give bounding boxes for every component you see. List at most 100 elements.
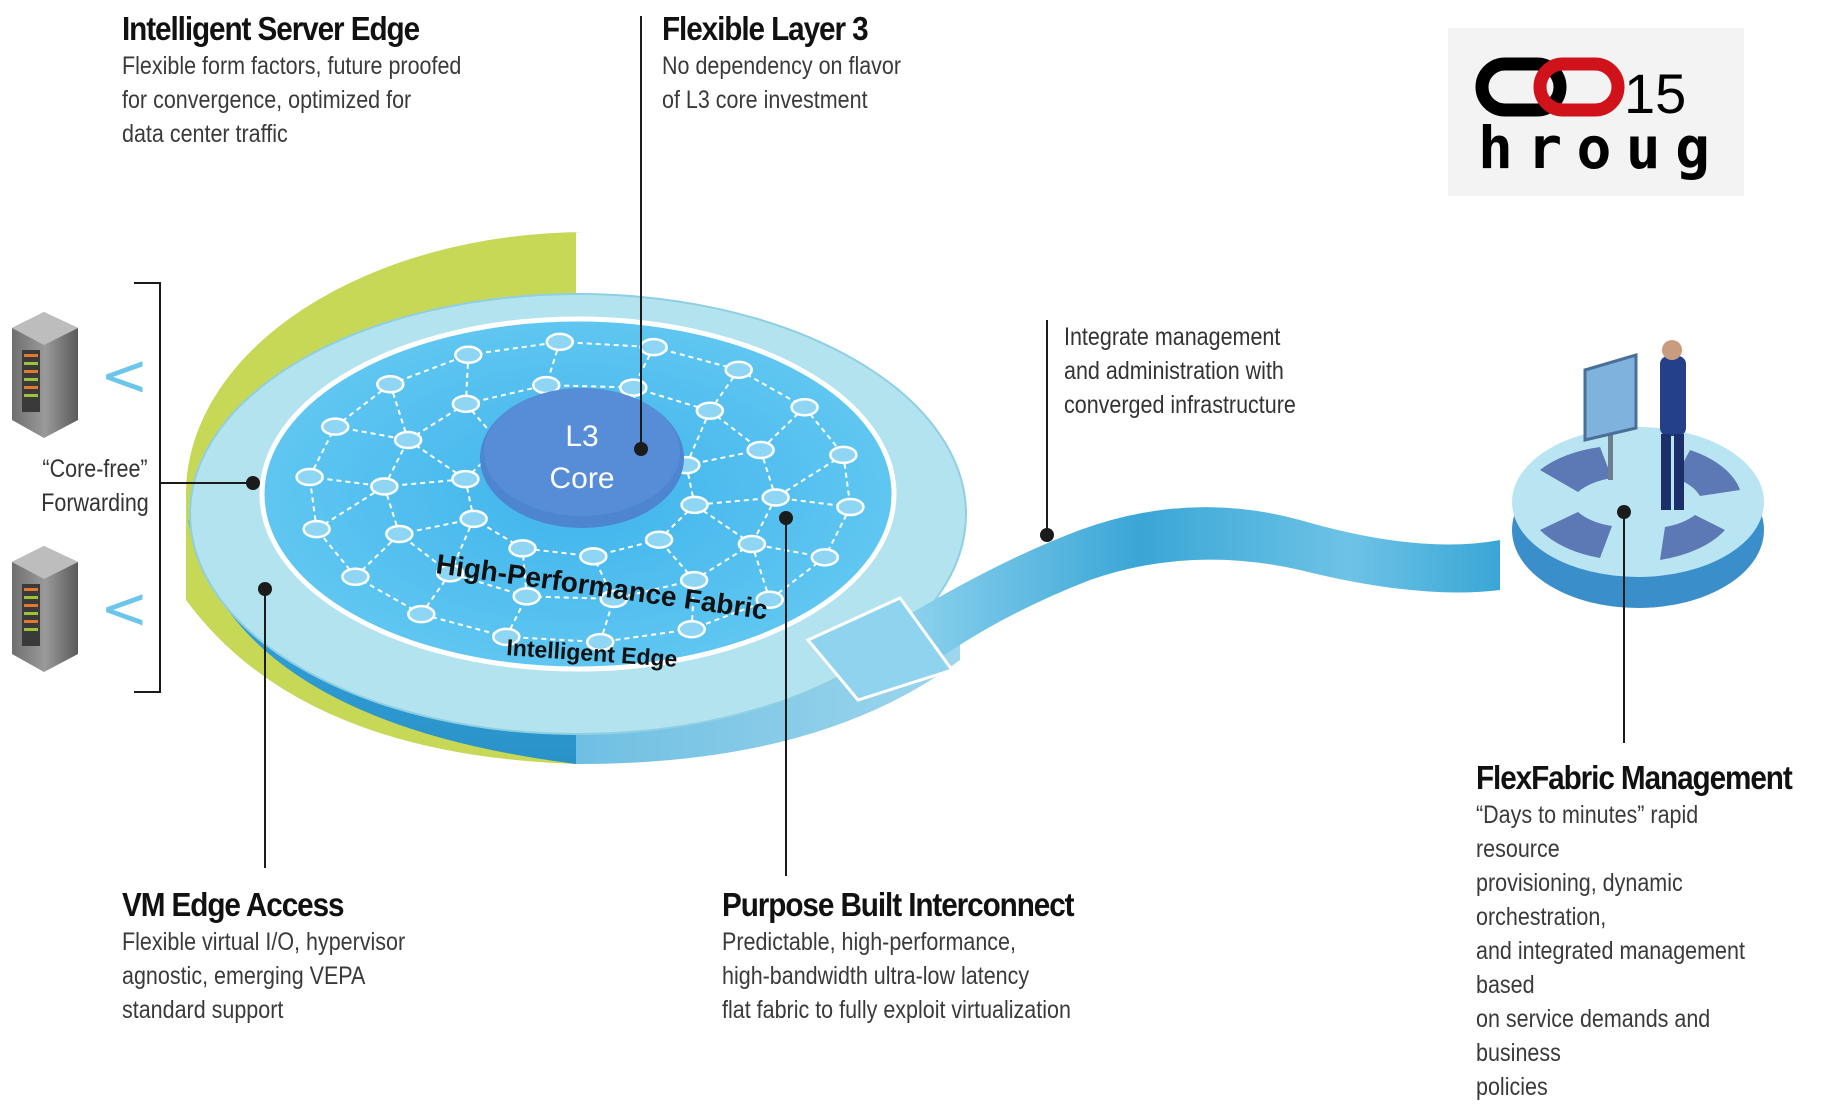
- fabric-link: [546, 384, 634, 389]
- server-rack-bottom: [12, 546, 78, 672]
- fabric-node: [451, 394, 481, 414]
- fabric-node: [459, 509, 488, 529]
- kiosk-screen: [1583, 352, 1638, 442]
- callout-description: Flexible form factors, future proofed fo…: [122, 52, 462, 148]
- fabric-node: [407, 604, 436, 624]
- callout-description: Predictable, high-performance, high-band…: [722, 928, 1071, 1024]
- fabric-link: [653, 346, 739, 371]
- interconnect-ribbon: [805, 507, 1500, 702]
- fabric-node: [746, 440, 775, 460]
- fabric-node: [761, 488, 790, 507]
- callout-title: FlexFabric Management: [1476, 759, 1793, 796]
- fabric-node: [302, 519, 331, 539]
- server-top-face: [12, 312, 78, 345]
- leader-lines: [134, 16, 1625, 876]
- fabric-node: [385, 524, 414, 544]
- fabric-link: [468, 340, 560, 356]
- fabric-node: [451, 469, 480, 489]
- fabric-node: [492, 627, 521, 647]
- fabric-link: [449, 518, 475, 574]
- fabric-link: [464, 478, 475, 520]
- callout-title: VM Edge Access: [122, 886, 345, 923]
- fabric-link: [738, 368, 806, 409]
- fabric-node: [755, 590, 784, 610]
- fabric-node: [790, 398, 819, 417]
- fabric-node: [724, 360, 753, 380]
- fabric-node: [644, 530, 674, 549]
- platform-segment: [1540, 447, 1612, 492]
- callout-layer3: Flexible Layer 3 No dependency on flavor…: [662, 10, 940, 117]
- fabric-node: [341, 567, 370, 586]
- fabric-link: [685, 410, 711, 466]
- logo-year: 15: [1624, 62, 1686, 125]
- callout-server-edge: Intelligent Server Edge Flexible form fa…: [122, 10, 517, 151]
- callout-title: Flexible Layer 3: [662, 10, 869, 47]
- fabric-node: [836, 497, 865, 517]
- fabric-node: [579, 547, 608, 566]
- management-platform: [1512, 340, 1764, 608]
- fabric-link: [389, 383, 410, 441]
- fabric-node: [679, 570, 709, 590]
- ribbon-arrowhead: [805, 596, 955, 702]
- fabric-link: [775, 454, 844, 499]
- logo-ring-black: [1475, 57, 1567, 117]
- platform-segment: [1675, 450, 1740, 496]
- fabric-link: [389, 353, 469, 386]
- fabric-node: [619, 378, 648, 397]
- fabric-node: [599, 589, 629, 609]
- fabric-node: [829, 445, 858, 465]
- server-top-face: [12, 546, 78, 579]
- fabric-node: [639, 337, 668, 357]
- fabric-diagram: L3 Core High-Performance Fabric Intellig…: [12, 16, 1764, 876]
- callout-title: Intelligent Server Edge: [122, 10, 420, 47]
- logo-text: hroug: [1478, 114, 1710, 182]
- hroug-logo: 15 hroug: [1448, 28, 1744, 196]
- person-head: [1662, 340, 1682, 360]
- server-bracket: [134, 282, 161, 693]
- fabric-link: [354, 575, 422, 616]
- fabric-node: [295, 467, 324, 487]
- logo-ring-red: [1533, 57, 1625, 117]
- callout-integrate: Integrate management and administration …: [1064, 323, 1296, 419]
- fabric-node: [393, 430, 423, 450]
- fabric-node: [370, 477, 399, 496]
- server-racks: < <: [12, 312, 149, 672]
- server-arrow-icon: <: [100, 341, 149, 409]
- server-rack-top: [12, 312, 78, 438]
- fabric-link: [600, 628, 692, 644]
- fabric-link: [691, 598, 771, 631]
- fabric-link: [685, 464, 696, 506]
- fabric-link: [750, 543, 771, 601]
- fabric-node: [677, 619, 706, 639]
- platform-segment: [1660, 515, 1725, 560]
- server-arrow-icon: <: [100, 574, 149, 642]
- fabric-node: [435, 564, 465, 583]
- callout-description: “Days to minutes” rapid resource provisi…: [1476, 801, 1745, 1101]
- callout-flexfabric: FlexFabric Management “Days to minutes” …: [1476, 759, 1821, 1104]
- fabric-node: [695, 401, 725, 420]
- fabric-node: [454, 345, 483, 365]
- fabric-link: [421, 613, 507, 638]
- fabric-node: [512, 587, 541, 606]
- person-leg: [1674, 434, 1684, 510]
- fabric-node: [585, 632, 615, 652]
- fabric-node: [376, 374, 405, 394]
- ribbon-band: [900, 507, 1500, 665]
- fabric-link: [316, 485, 385, 530]
- platform-segment: [1540, 512, 1612, 558]
- logo-mark: 15 hroug: [1475, 57, 1710, 182]
- person-leg: [1661, 434, 1671, 510]
- core-label-line2: Core: [549, 462, 614, 495]
- fabric-link: [559, 340, 654, 349]
- fabric-node: [320, 417, 350, 436]
- fabric-node: [680, 495, 709, 515]
- fabric-disk: L3 Core High-Performance Fabric Intellig…: [186, 232, 967, 765]
- callout-core-free: “Core-free” Forwarding: [41, 455, 149, 517]
- person-body: [1660, 356, 1686, 436]
- kiosk-stand: [1608, 435, 1613, 480]
- fabric-link: [526, 595, 614, 600]
- fabric-link: [506, 635, 601, 644]
- callout-vm-edge: VM Edge Access Flexible virtual I/O, hyp…: [122, 886, 451, 1027]
- callout-description: No dependency on flavor of L3 core inves…: [662, 52, 902, 114]
- fabric-node: [737, 534, 767, 554]
